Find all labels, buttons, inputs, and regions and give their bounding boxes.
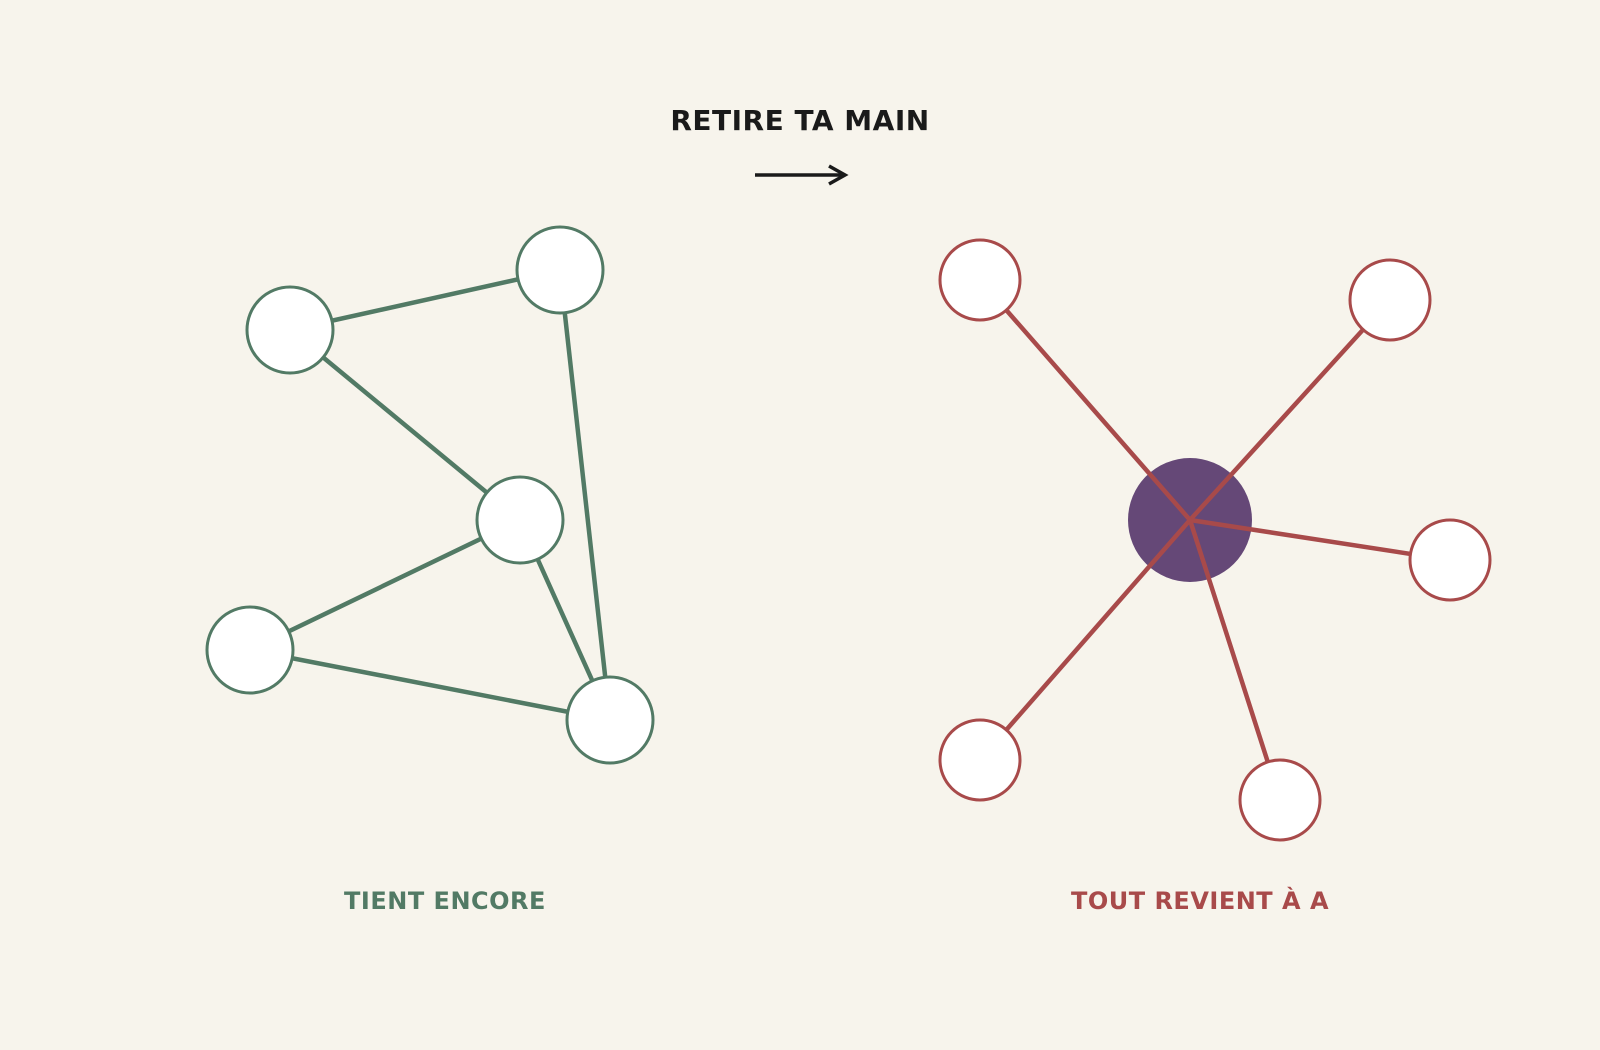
centralized-edges bbox=[977, 277, 1453, 803]
satellite-node bbox=[938, 718, 1022, 802]
network-node bbox=[515, 225, 605, 315]
satellite-node bbox=[1238, 758, 1322, 842]
right-arrow-icon bbox=[755, 164, 849, 186]
edge bbox=[287, 327, 523, 523]
distributed-nodes bbox=[205, 225, 655, 765]
network-node bbox=[245, 285, 335, 375]
edge bbox=[247, 517, 523, 653]
edge bbox=[557, 267, 613, 723]
right-caption: TOUT REVIENT À A bbox=[1071, 886, 1329, 915]
spoke bbox=[977, 517, 1193, 763]
spoke bbox=[1187, 297, 1393, 523]
distributed-network bbox=[205, 225, 655, 765]
centralized-network bbox=[938, 238, 1492, 842]
left-caption: TIENT ENCORE bbox=[344, 887, 546, 915]
edge bbox=[287, 267, 563, 333]
satellite-node bbox=[1408, 518, 1492, 602]
network-node bbox=[205, 605, 295, 695]
spoke bbox=[977, 277, 1193, 523]
network-node bbox=[565, 675, 655, 765]
centralized-nodes bbox=[938, 238, 1492, 842]
satellite-node bbox=[938, 238, 1022, 322]
spoke bbox=[1187, 517, 1453, 563]
network-node bbox=[475, 475, 565, 565]
satellite-node bbox=[1348, 258, 1432, 342]
edge bbox=[247, 647, 613, 723]
diagram-title: RETIRE TA MAIN bbox=[670, 104, 929, 137]
spoke bbox=[1187, 517, 1283, 803]
